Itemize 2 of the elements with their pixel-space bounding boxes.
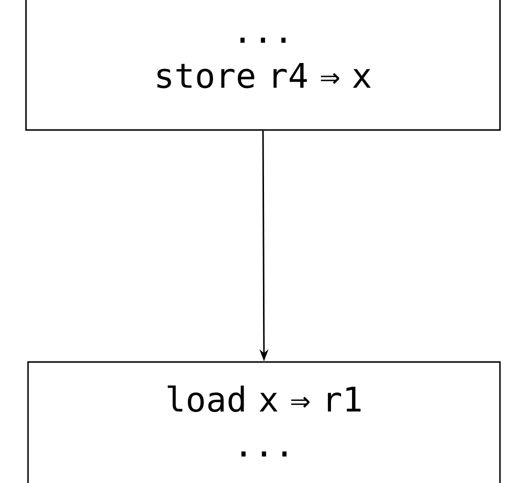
code-box: load x ⇒ r1 ... — [27, 361, 501, 483]
code-box: ... store r4 ⇒ x — [25, 0, 501, 131]
